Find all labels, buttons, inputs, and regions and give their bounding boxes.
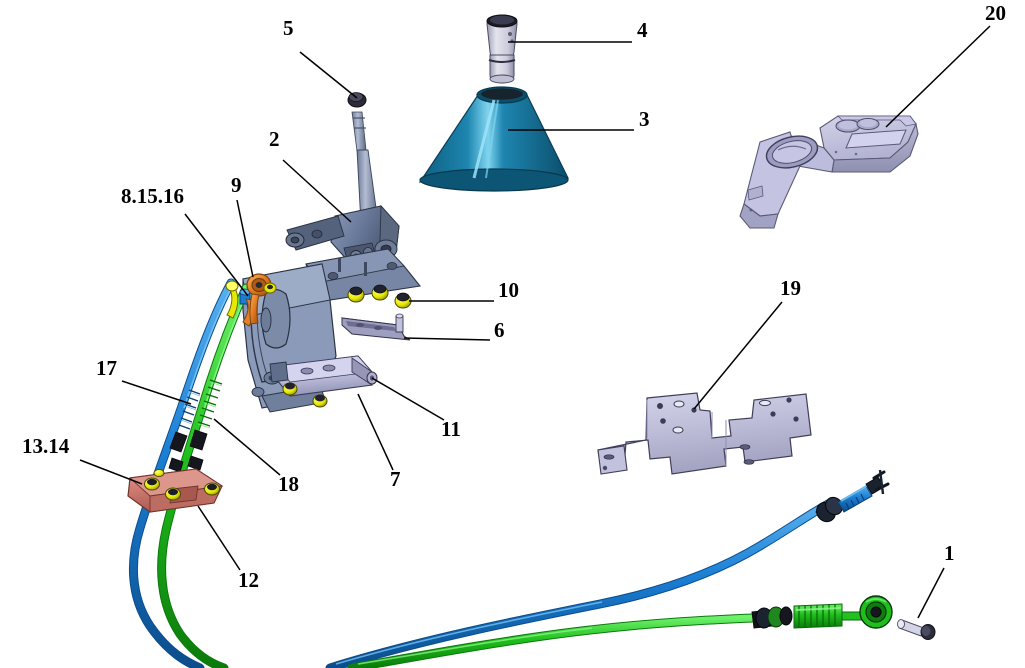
callout-label-3: 3 [639, 107, 650, 131]
part-5-retaining-cap [347, 92, 367, 108]
part-18-cable-bellows [187, 379, 223, 471]
part-3-shift-boot [418, 86, 569, 192]
part-17-selector-cable [129, 278, 236, 668]
callout-label-9: 9 [231, 173, 242, 197]
part-10-mounting-nut-set [347, 284, 412, 309]
callout-label-1: 1 [944, 541, 955, 565]
part-17-cable-bellows [168, 389, 201, 473]
part-11-bracket-bushing [269, 355, 378, 397]
callout-label-4: 4 [637, 18, 648, 42]
callout-label-17: 17 [96, 356, 117, 380]
callout-label-8-15-16: 8.15.16 [121, 184, 184, 208]
callout-label-12: 12 [238, 568, 259, 592]
callout-label-18: 18 [278, 472, 299, 496]
part-20-center-console [739, 115, 919, 229]
part-12-grommet-plate [127, 468, 224, 513]
callout-label-13-14: 13.14 [22, 434, 70, 458]
callout-label-10: 10 [498, 278, 519, 302]
callout-label-6: 6 [494, 318, 505, 342]
part-4-shift-knob [486, 14, 518, 84]
part-1-pivot-pin-bolt [897, 619, 936, 640]
part-13-14-seal-plate-screws [144, 468, 220, 501]
shift-cable-terminal [751, 595, 893, 629]
callout-label-19: 19 [780, 276, 801, 300]
selector-cable-long-run [325, 499, 833, 668]
callout-label-2: 2 [269, 127, 280, 151]
leader-lines [79, 25, 991, 619]
part-19-floor-mounting-bracket [597, 392, 812, 475]
callout-label-11: 11 [441, 417, 461, 441]
part-6-cover-plate [341, 313, 411, 341]
callout-label-5: 5 [283, 16, 294, 40]
callout-label-20: 20 [985, 1, 1006, 25]
selector-cable-terminal [815, 469, 890, 523]
part-9-cable-retainer-clip [246, 273, 277, 325]
part-13-14-seal-plate-screws-upper [282, 382, 328, 408]
part-2-shift-lever-housing [285, 111, 422, 301]
callout-label-7: 7 [390, 467, 401, 491]
shift-cable-long-run [347, 613, 757, 668]
